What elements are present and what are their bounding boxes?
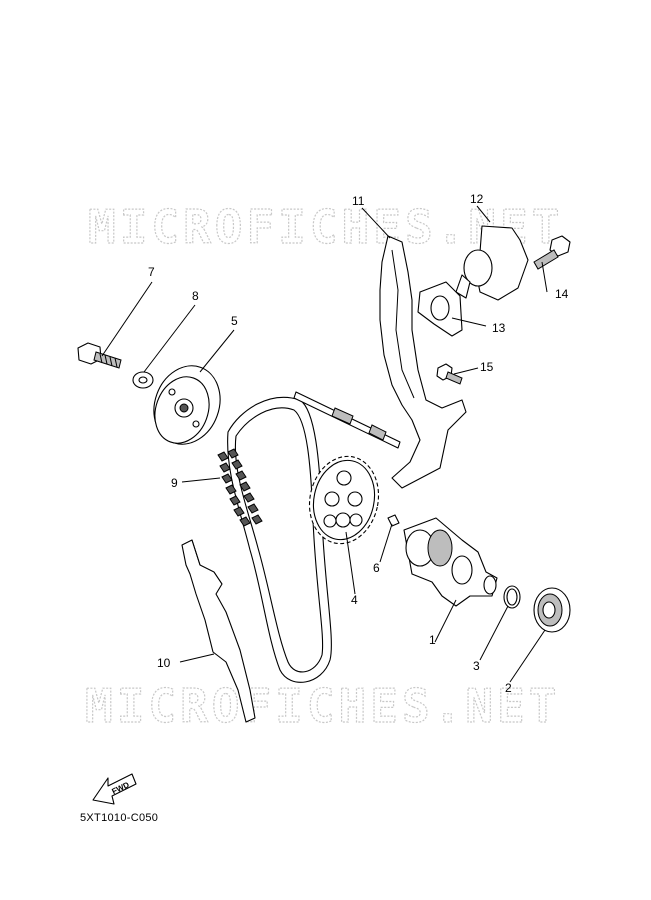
callout-13: 13 [492,321,506,335]
callout-14: 14 [555,287,569,301]
part-13-gasket[interactable] [417,281,463,337]
part-10-chain-guide[interactable] [181,539,256,723]
callout-11: 11 [352,194,365,208]
part-8-washer[interactable] [132,371,154,389]
part-15-bolt[interactable] [436,363,463,385]
fwd-arrow-icon: FWD [92,773,137,805]
fwd-label: FWD [110,780,131,796]
part-11-tensioner-guide[interactable] [379,235,467,489]
part-2-bearing[interactable] [533,587,571,633]
watermark-bottom: MICROFICHES.NET [85,679,560,733]
callout-2: 2 [505,681,512,695]
callout-7: 7 [148,265,155,279]
part-7-bolt[interactable] [77,342,122,369]
callout-12: 12 [470,192,484,206]
part-9-chain[interactable] [217,396,332,683]
part-3-oring[interactable] [503,585,521,609]
part-4-sprocket[interactable] [302,450,387,550]
callout-15: 15 [480,360,494,374]
callout-8: 8 [192,289,199,303]
part-5-plate[interactable] [143,356,231,453]
callout-4: 4 [351,593,358,607]
callout-9: 9 [171,476,178,490]
part-12-tensioner[interactable] [455,225,529,301]
shaft [293,391,401,449]
leader-lines [101,205,548,683]
part-1-camshaft[interactable] [403,517,498,607]
callout-10: 10 [157,656,171,670]
diagram-code: 5XT1010-C050 [80,812,159,824]
part-6-pin[interactable] [387,514,400,527]
callout-3: 3 [473,659,480,673]
callout-5: 5 [231,314,238,328]
callout-1: 1 [429,633,436,647]
part-14-bolt[interactable] [533,235,571,270]
callout-6: 6 [373,561,380,575]
watermark-top: MICROFICHES.NET [88,200,563,254]
